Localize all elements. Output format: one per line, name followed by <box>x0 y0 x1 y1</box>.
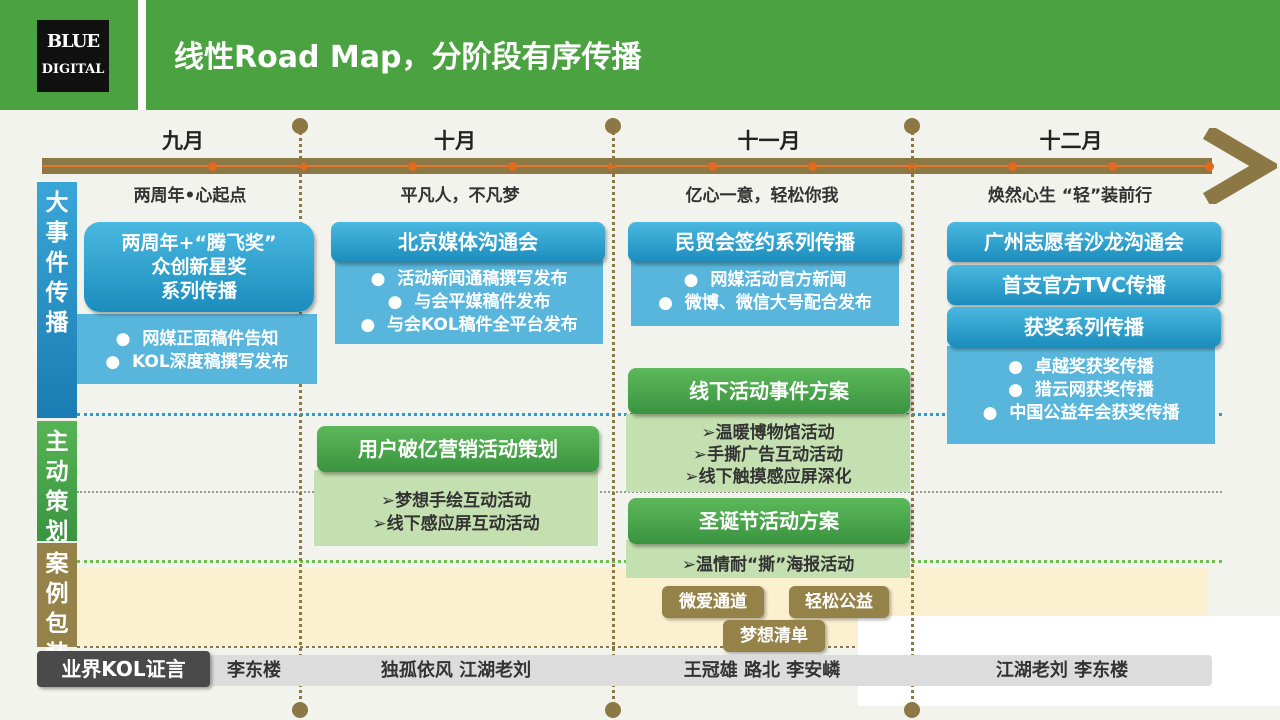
category-cases: 案例包装 <box>37 543 77 667</box>
events-dec-title-3: 获奖系列传播 <box>947 307 1221 347</box>
theme-oct: 平凡人，不凡梦 <box>400 186 520 206</box>
list-item: ➢温情耐“撕”海报活动 <box>681 555 855 575</box>
timeline-dot <box>1108 162 1117 171</box>
divider-knob <box>904 118 920 134</box>
list-item: ➢手撕广告互动活动 <box>692 445 844 465</box>
blue-digital-logo: BLUE DIGITAL <box>37 20 109 92</box>
divider-knob <box>292 702 308 718</box>
timeline-arrow-head-icon <box>1202 128 1277 204</box>
events-sep-details: ● 网媒正面稿件告知 ● KOL深度稿撰写发布 <box>77 314 317 384</box>
title-line: 系列传播 <box>160 280 237 302</box>
kol-names-oct: 独孤依风 江湖老刘 <box>380 660 532 681</box>
timeline-dot <box>408 162 417 171</box>
list-item: ● 活动新闻通稿撰写发布 <box>370 269 568 289</box>
list-item: ● 与会平媒稿件发布 <box>387 292 551 312</box>
list-item: ➢线下触摸感应屏深化 <box>684 467 852 487</box>
category-kol: 业界KOL证言 <box>37 651 210 687</box>
events-sep-title: 两周年+“腾飞奖” 众创新星奖 系列传播 <box>84 222 314 312</box>
title-line: 众创新星奖 <box>151 256 247 278</box>
header-title-area <box>146 0 1280 110</box>
list-item: ● 网媒正面稿件告知 <box>115 329 279 349</box>
divider-oct-nov <box>612 125 615 711</box>
logo-line-2: DIGITAL <box>41 62 105 77</box>
divider-knob <box>605 702 621 718</box>
separator-planning <box>77 491 1222 493</box>
list-item: ● 微博、微信大号配合发布 <box>658 293 872 313</box>
list-item: ● 网媒活动官方新闻 <box>683 270 847 290</box>
timeline-dot <box>508 162 517 171</box>
list-item: ● 卓越奖获奖传播 <box>1008 357 1154 377</box>
timeline-dot <box>208 162 217 171</box>
case-tag-qingsong: 轻松公益 <box>789 586 889 618</box>
events-nov-title: 民贸会签约系列传播 <box>628 222 902 262</box>
timeline-dot <box>1205 162 1214 171</box>
kol-names-nov: 王冠雄 路北 李安嶙 <box>683 660 841 681</box>
logo-line-1: BLUE <box>46 31 100 52</box>
separator-cases-bottom <box>77 645 1222 648</box>
divider-knob <box>605 118 621 134</box>
list-item: ● 与会KOL稿件全平台发布 <box>360 315 578 335</box>
category-planning: 主动策划 <box>37 421 77 545</box>
timeline-dot <box>1008 162 1017 171</box>
planning-nov-xmas-details: ➢温情耐“撕”海报活动 <box>626 540 910 578</box>
page-title: 线性Road Map，分阶段有序传播 <box>174 40 642 75</box>
theme-dec: 焕然心生 “轻”装前行 <box>987 186 1153 206</box>
timeline-line <box>42 165 1212 167</box>
planning-nov-xmas-title: 圣诞节活动方案 <box>628 498 910 544</box>
divider-nov-dec <box>911 125 914 711</box>
divider-knob <box>292 118 308 134</box>
events-oct-details: ● 活动新闻通稿撰写发布 ● 与会平媒稿件发布 ● 与会KOL稿件全平台发布 <box>335 260 603 344</box>
timeline-dot <box>808 162 817 171</box>
planning-nov-offline-details: ➢温暖博物馆活动 ➢手撕广告互动活动 ➢线下触摸感应屏深化 <box>626 414 910 492</box>
events-dec-details: ● 卓越奖获奖传播 ● 猎云网获奖传播 ● 中国公益年会获奖传播 <box>947 346 1215 444</box>
category-events: 大事件传播 <box>37 182 77 418</box>
kol-names-dec: 江湖老刘 李东楼 <box>995 660 1129 681</box>
kol-names-sep: 李东楼 <box>227 660 281 681</box>
timeline-dot <box>298 162 307 171</box>
divider-knob <box>904 702 920 718</box>
kol-bar <box>210 655 1212 686</box>
theme-sep: 两周年•心起点 <box>133 186 247 206</box>
month-label-oct: 十月 <box>434 129 476 153</box>
case-tag-mengxiang: 梦想清单 <box>723 620 825 652</box>
events-nov-details: ● 网媒活动官方新闻 ● 微博、微信大号配合发布 <box>631 260 899 326</box>
case-tag-weiai: 微爱通道 <box>662 586 764 618</box>
list-item: ➢线下感应屏互动活动 <box>372 514 540 534</box>
month-label-sep: 九月 <box>162 129 204 153</box>
list-item: ● 猎云网获奖传播 <box>1008 380 1154 400</box>
list-item: ● KOL深度稿撰写发布 <box>105 352 289 372</box>
planning-nov-offline-title: 线下活动事件方案 <box>628 368 910 414</box>
list-item: ➢梦想手绘互动活动 <box>380 491 532 511</box>
divider-sep-oct <box>299 125 302 711</box>
title-line: 两周年+“腾飞奖” <box>121 232 277 254</box>
list-item: ● 中国公益年会获奖传播 <box>982 403 1180 423</box>
planning-oct-details: ➢梦想手绘互动活动 ➢线下感应屏互动活动 <box>314 470 598 546</box>
timeline-dot <box>708 162 717 171</box>
month-label-nov: 十一月 <box>737 129 801 153</box>
events-oct-title: 北京媒体沟通会 <box>331 222 605 262</box>
theme-nov: 亿心一意，轻松你我 <box>685 186 839 206</box>
list-item: ➢温暖博物馆活动 <box>701 423 835 443</box>
events-dec-title-2: 首支官方TVC传播 <box>947 265 1221 305</box>
planning-oct-title: 用户破亿营销活动策划 <box>317 426 599 472</box>
month-label-dec: 十二月 <box>1039 129 1103 153</box>
events-dec-title-1: 广州志愿者沙龙沟通会 <box>947 222 1221 262</box>
